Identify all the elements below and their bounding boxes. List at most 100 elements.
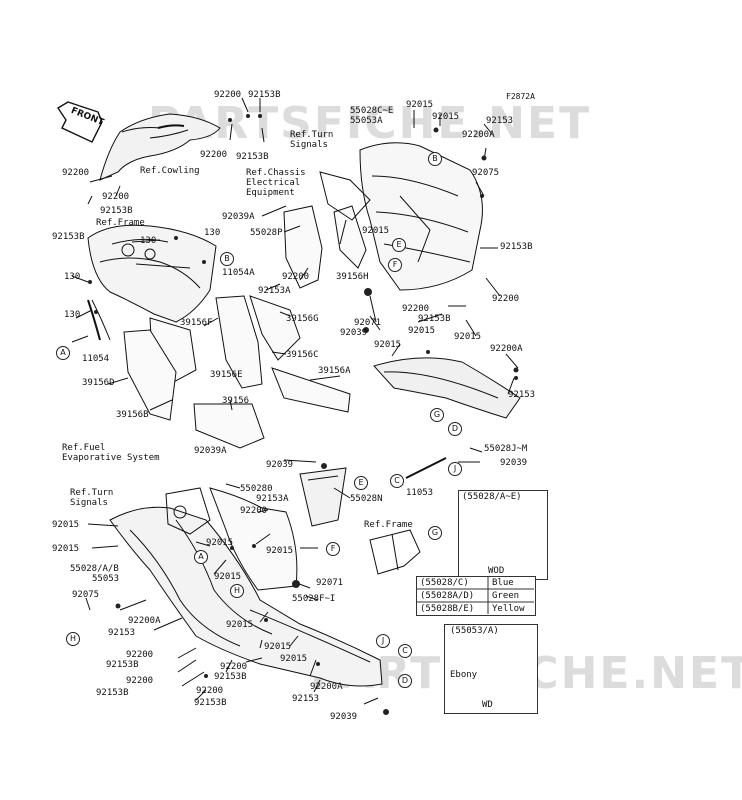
part-label: 92200	[126, 676, 154, 686]
callout-b: B	[220, 252, 234, 266]
part-label: 92153B	[100, 206, 133, 216]
color-name: Yellow	[492, 604, 525, 614]
callout-f: F	[326, 542, 340, 556]
inset-wd-title: (55053/A)	[450, 626, 499, 636]
part-label: 39156E	[210, 370, 243, 380]
part-label: 39156C	[286, 350, 319, 360]
callout-j: J	[376, 634, 390, 648]
part-label: 92071	[316, 578, 344, 588]
part-label: 39156A	[318, 366, 351, 376]
callout-g: G	[430, 408, 444, 422]
callout-e: E	[392, 238, 406, 252]
part-label: 92153	[508, 390, 536, 400]
part-label: 92015	[226, 620, 254, 630]
part-label: 92153A	[258, 286, 291, 296]
part-label: 92015	[264, 642, 292, 652]
part-label: 92153B	[418, 314, 451, 324]
callout-d: D	[448, 422, 462, 436]
ref-cowling: Ref.Cowling	[140, 166, 200, 176]
part-label: 92153B	[236, 152, 269, 162]
part-label: 92153	[486, 116, 514, 126]
part-label: 92200A	[462, 130, 495, 140]
part-label: 92200	[240, 506, 268, 516]
part-label: 92015	[374, 340, 402, 350]
part-label: 92039	[340, 328, 368, 338]
part-label: 92039A	[194, 446, 227, 456]
part-label: 92015	[362, 226, 390, 236]
part-label: 92200	[102, 192, 130, 202]
part-label: 92153B	[194, 698, 227, 708]
part-label: 92200A	[310, 682, 343, 692]
ref-chassis-electrical: Ref.Chassis Electrical Equipment	[246, 168, 306, 198]
inset-wd	[444, 624, 538, 714]
color-name: Green	[492, 591, 520, 601]
part-label: 55028J~M	[484, 444, 528, 454]
part-label: 11054A	[222, 268, 255, 278]
color-table	[416, 576, 536, 616]
part-label: 55028F~I	[292, 594, 336, 604]
color-code: (55028A/D)	[420, 591, 475, 601]
figure-code: F2872A	[506, 92, 535, 101]
callout-h: H	[66, 632, 80, 646]
callout-c: C	[398, 644, 412, 658]
callout-j: J	[448, 462, 462, 476]
part-label: 92153B	[500, 242, 533, 252]
callout-f: F	[388, 258, 402, 272]
part-label: 130	[140, 236, 157, 246]
callout-b: B	[428, 152, 442, 166]
part-label: 92200	[492, 294, 520, 304]
part-label: 92015	[266, 546, 294, 556]
callout-a: A	[56, 346, 70, 360]
callout-h: H	[230, 584, 244, 598]
part-label: 11054	[82, 354, 110, 364]
ref-turn-signals-bottom: Ref.Turn Signals	[70, 488, 114, 508]
part-label: 92200	[220, 662, 248, 672]
inset-wod-title: (55028/A~E)	[462, 492, 522, 502]
part-label: 55028/A/B	[70, 564, 119, 574]
watermark-top: PARTSFICHE.NET	[148, 98, 592, 149]
part-label: 130	[64, 272, 81, 282]
part-label: 92200	[402, 304, 430, 314]
part-label: 92039	[500, 458, 528, 468]
callout-a: A	[194, 550, 208, 564]
part-label: 55053	[92, 574, 120, 584]
color-name: Blue	[492, 578, 514, 588]
callout-c: C	[390, 474, 404, 488]
ref-fuel-evaporative: Ref.Fuel Evaporative System	[62, 443, 160, 463]
part-label: 92075	[72, 590, 100, 600]
part-label: 92200A	[490, 344, 523, 354]
part-label: 92153B	[52, 232, 85, 242]
part-label: 39156G	[286, 314, 319, 324]
part-label: 130	[64, 310, 81, 320]
part-label: 92153B	[214, 672, 247, 682]
ref-turn-signals-top: Ref.Turn Signals	[290, 130, 334, 150]
part-label: 92200	[282, 272, 310, 282]
part-label: 39156D	[82, 378, 115, 388]
color-code: (55028/C)	[420, 578, 469, 588]
ref-frame-top: Ref.Frame	[96, 218, 145, 228]
color-code: (55028B/E)	[420, 604, 475, 614]
part-label: 39156B	[116, 410, 149, 420]
part-label: 39156H	[336, 272, 369, 282]
part-label: 92015	[432, 112, 460, 122]
part-label: 550280	[240, 484, 273, 494]
part-label: 92015	[280, 654, 308, 664]
part-label: 39156	[222, 396, 250, 406]
part-label: 92039	[266, 460, 294, 470]
part-label: 39156F	[180, 318, 213, 328]
part-label: 92200A	[128, 616, 161, 626]
part-label: 11053	[406, 488, 434, 498]
part-label: 92015	[52, 520, 80, 530]
part-label: 130	[204, 228, 221, 238]
part-label: 92153	[108, 628, 136, 638]
part-label: 55028P	[250, 228, 283, 238]
part-label: 92075	[472, 168, 500, 178]
part-label: 92200	[62, 168, 90, 178]
part-label: 92015	[206, 538, 234, 548]
callout-e: E	[354, 476, 368, 490]
part-label: 92015	[214, 572, 242, 582]
part-label: 92153B	[106, 660, 139, 670]
part-label: 92039A	[222, 212, 255, 222]
part-label: 92039	[330, 712, 358, 722]
